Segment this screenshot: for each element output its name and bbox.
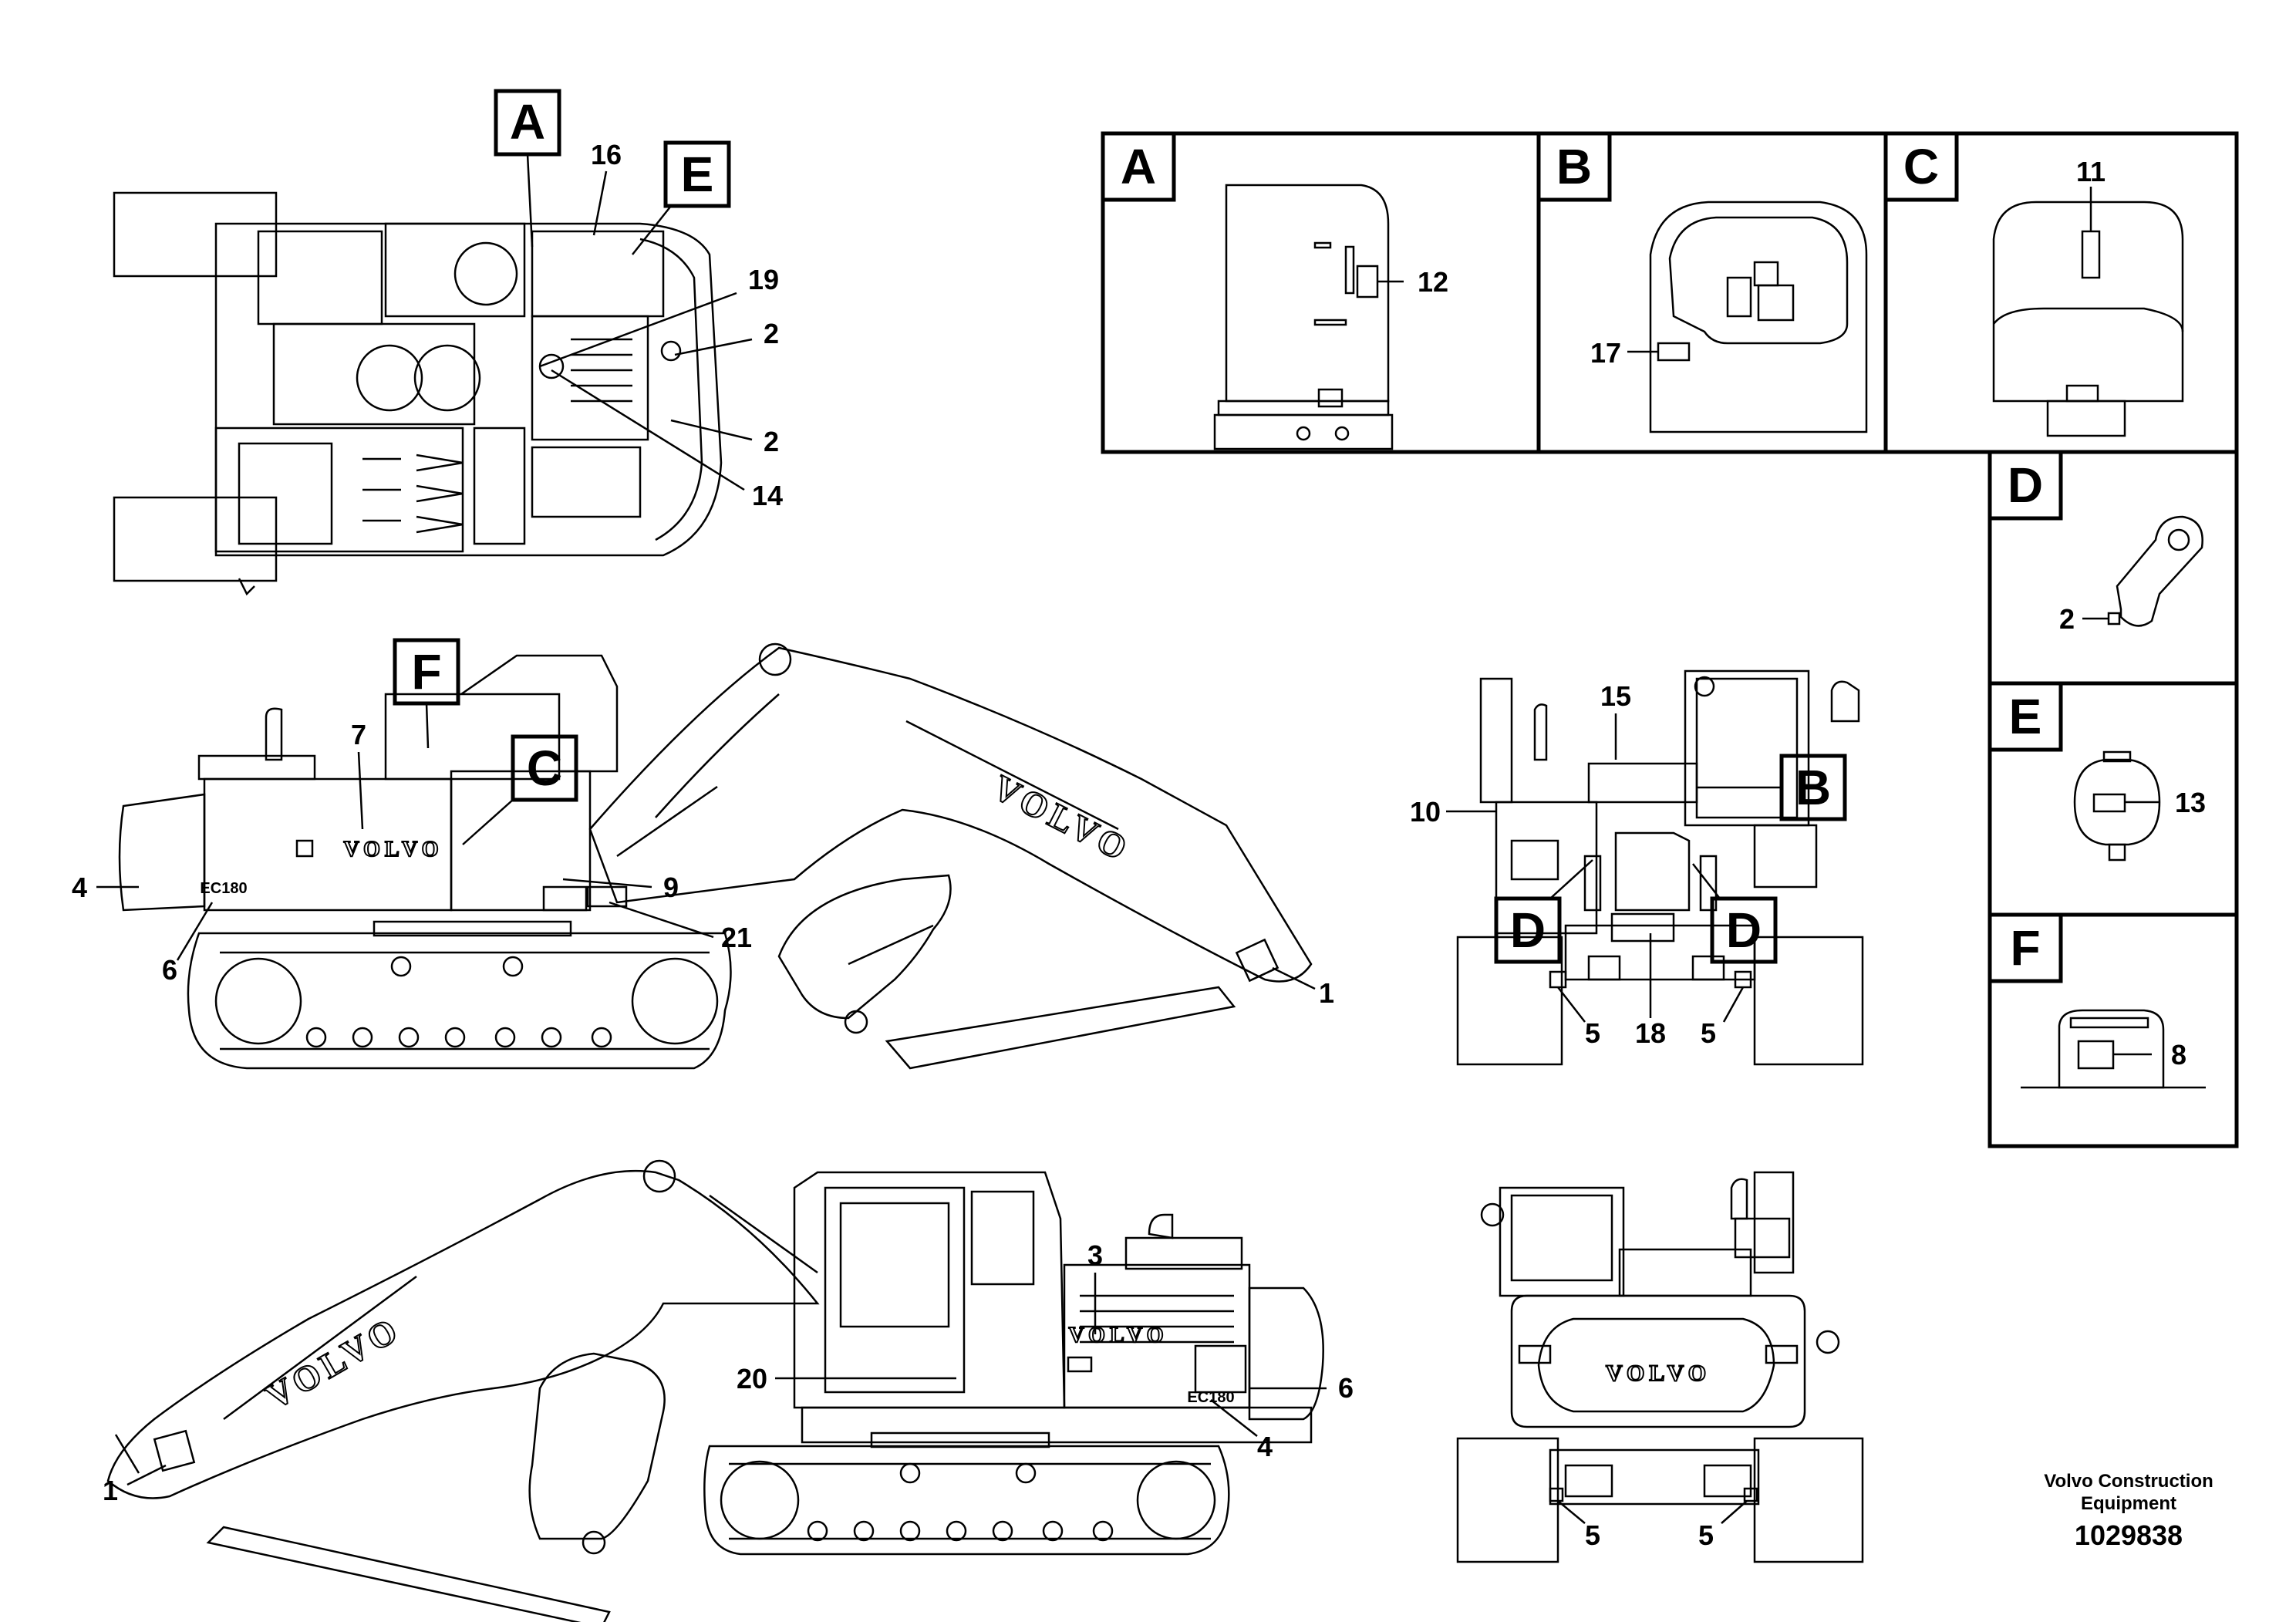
callout-5-front-left: 5 — [1585, 1519, 1600, 1551]
title-block: Volvo Construction Equipment 1029838 — [2044, 1471, 2213, 1551]
callout-4-left: 4 — [72, 872, 87, 903]
panel-d-letter: D — [2008, 457, 2043, 513]
callout-17: 17 — [1590, 337, 1621, 369]
side-right-boom-logo: VOLVO — [259, 1308, 407, 1416]
panel-c: C 11 — [1883, 131, 2184, 437]
callout-12: 12 — [1418, 266, 1448, 298]
panel-a: A 12 — [1101, 131, 1448, 450]
side-left-boom-logo: VOLVO — [987, 767, 1138, 870]
panel-d: D 2 — [1988, 450, 2203, 635]
side-left-rollers — [305, 956, 612, 1048]
side-right-grille — [1080, 1294, 1234, 1344]
callout-15: 15 — [1600, 680, 1631, 712]
panel-e-letter: E — [2009, 689, 2042, 744]
rear-view: B D D 15 10 5 18 5 — [1410, 669, 1864, 1066]
top-marker-a: A — [510, 94, 545, 150]
callout-21: 21 — [721, 922, 752, 953]
callout-20: 20 — [737, 1363, 767, 1394]
callout-7: 7 — [351, 719, 366, 750]
side-right-body-logo: VOLVO — [1069, 1324, 1168, 1347]
rear-marker-d-right: D — [1726, 902, 1762, 958]
callout-3: 3 — [1087, 1239, 1103, 1271]
side-right-model-label: EC180 — [1187, 1389, 1234, 1406]
callout-16: 16 — [591, 139, 622, 170]
callout-14: 14 — [752, 480, 783, 511]
panel-f: F 8 — [1988, 912, 2206, 1089]
callout-9: 9 — [663, 872, 679, 903]
side-left-marker-f: F — [411, 644, 441, 700]
panel-a-letter: A — [1121, 139, 1156, 194]
side-left-body-logo: VOLVO — [344, 838, 443, 862]
panel-e: E 13 — [1988, 681, 2206, 862]
callout-18: 18 — [1635, 1017, 1666, 1049]
callout-6-left: 6 — [162, 954, 177, 986]
company-name-line2: Equipment — [2081, 1493, 2176, 1514]
callout-10: 10 — [1410, 796, 1441, 828]
front-body-logo: VOLVO — [1606, 1361, 1711, 1386]
callout-2-top-b: 2 — [764, 426, 779, 457]
callout-2-top-a: 2 — [764, 318, 779, 349]
callout-6-right: 6 — [1338, 1372, 1354, 1404]
callout-8: 8 — [2171, 1039, 2186, 1071]
panel-c-letter: C — [1903, 139, 1939, 194]
callout-5-rear-left: 5 — [1585, 1017, 1600, 1049]
callout-19: 19 — [748, 264, 779, 295]
callout-4-right: 4 — [1257, 1431, 1273, 1462]
side-right-rollers — [807, 1462, 1114, 1542]
rear-marker-b: B — [1795, 760, 1831, 815]
top-view-grille — [571, 338, 632, 403]
panel-f-letter: F — [2010, 920, 2040, 976]
side-left-marker-c: C — [527, 740, 562, 796]
side-view-left: VOLVO EC180 VOLVO F C 7 4 6 9 21 1 — [72, 638, 1334, 1070]
callout-11: 11 — [2076, 156, 2106, 187]
front-view: VOLVO 5 5 — [1456, 1171, 1864, 1563]
callout-2-detail: 2 — [2059, 603, 2075, 635]
callout-1-left: 1 — [1319, 977, 1334, 1009]
top-view-steps — [362, 454, 464, 534]
company-name-line1: Volvo Construction — [2044, 1471, 2213, 1492]
top-view: A E 16 19 2 2 14 — [113, 89, 783, 596]
callout-5-rear-right: 5 — [1701, 1017, 1716, 1049]
detail-panels: A 12 B 17 C — [1101, 131, 2239, 1148]
top-marker-e: E — [681, 147, 714, 202]
callout-5-front-right: 5 — [1698, 1519, 1714, 1551]
panel-b-letter: B — [1556, 139, 1592, 194]
side-left-model-label: EC180 — [200, 880, 247, 897]
rear-marker-d-left: D — [1510, 902, 1546, 958]
drawing-number: 1029838 — [2075, 1519, 2183, 1551]
side-view-right: VOLVO EC180 VOLVO 3 20 6 4 1 — [103, 1159, 1354, 1622]
callout-1-right: 1 — [103, 1475, 118, 1506]
panel-b: B 17 — [1536, 131, 1868, 433]
callout-13: 13 — [2175, 787, 2206, 818]
